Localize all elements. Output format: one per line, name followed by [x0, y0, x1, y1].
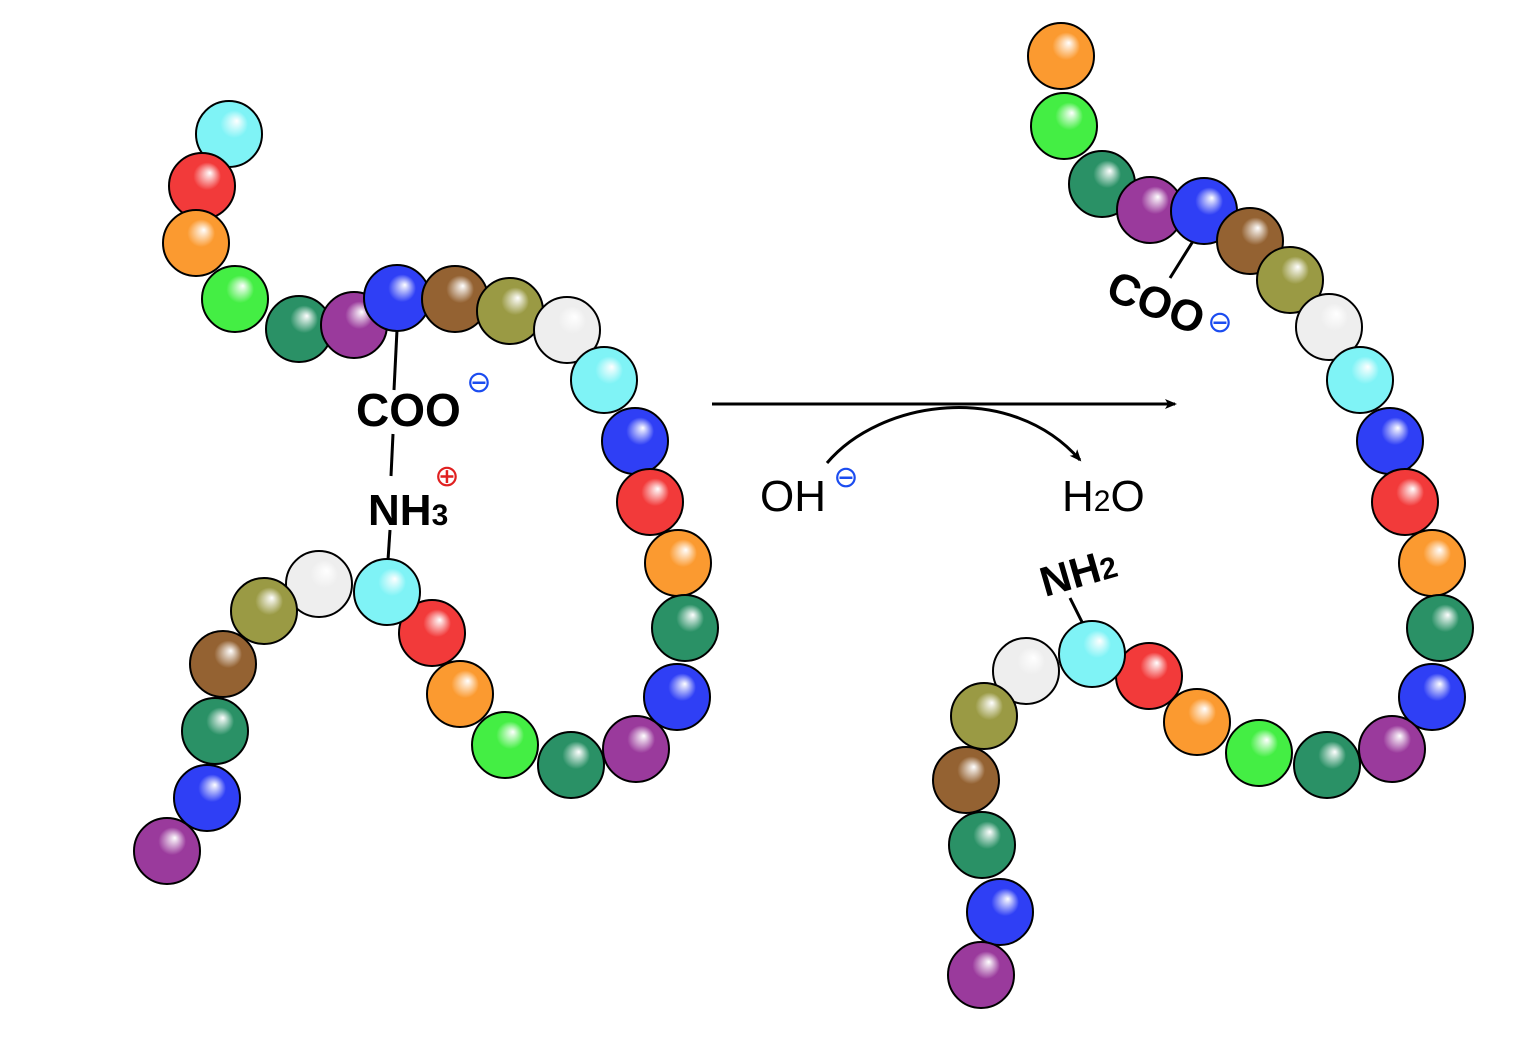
water-label: H2O: [1062, 472, 1145, 521]
left-bead-brown: [189, 630, 257, 698]
right-protein-chain: [932, 22, 1474, 1009]
right-bead-orange: [1398, 529, 1466, 597]
left-bead-orange: [162, 209, 230, 277]
left-bead-blue: [363, 264, 431, 332]
left-bead-purple: [133, 817, 201, 885]
right-bead-cyan: [1058, 620, 1126, 688]
right-bead-green: [1225, 719, 1293, 787]
left-nh-text: NH: [368, 486, 432, 535]
curved-arrow: [825, 406, 1082, 464]
right-bead-white: [1295, 293, 1363, 361]
left-positive-charge-icon: ⊕: [434, 459, 459, 494]
left-bonds: [386, 329, 399, 561]
left-bead-green: [471, 711, 539, 779]
left-bead-red: [398, 599, 466, 667]
left-bead-red: [616, 468, 684, 536]
right-bead-olive: [950, 682, 1018, 750]
right-coo-label: COO: [1100, 262, 1211, 345]
right-bead-orange: [1027, 22, 1095, 90]
left-bead-olive: [230, 577, 298, 645]
right-bead-cyan: [1326, 346, 1394, 414]
right-bead-darkgreen: [948, 811, 1016, 879]
left-bead-olive: [476, 277, 544, 345]
water-o: O: [1110, 472, 1144, 521]
left-bead-orange: [426, 660, 494, 728]
left-bead-orange: [644, 529, 712, 597]
right-bead-darkgreen: [1406, 594, 1474, 662]
water-subscript: 2: [1094, 485, 1111, 518]
left-coo-label: COO: [356, 384, 461, 436]
right-nh-text: NH: [1035, 544, 1106, 606]
left-protein-chain: [133, 100, 719, 885]
right-bead-orange: [1163, 688, 1231, 756]
left-bead-red: [168, 152, 236, 220]
left-nh-subscript: 3: [432, 499, 449, 532]
left-bead-darkgreen: [537, 731, 605, 799]
hydroxide-charge-icon: ⊖: [833, 460, 858, 495]
right-negative-charge-icon: ⊖: [1207, 305, 1232, 340]
left-nh3-label: NH3: [368, 486, 448, 535]
left-bead-purple: [602, 715, 670, 783]
left-bead-darkgreen: [651, 594, 719, 662]
right-bead-blue: [1398, 663, 1466, 731]
right-bead-red: [1371, 468, 1439, 536]
left-bead-blue: [601, 407, 669, 475]
right-bead-blue: [966, 878, 1034, 946]
water-h: H: [1062, 472, 1094, 521]
right-bead-olive: [1256, 246, 1324, 314]
right-bead-purple: [947, 941, 1015, 1009]
left-bead-darkgreen: [181, 697, 249, 765]
left-negative-charge-icon: ⊖: [466, 365, 491, 400]
right-bead-brown: [932, 746, 1000, 814]
left-bead-cyan: [353, 558, 421, 626]
hydroxide-label: OH: [760, 472, 826, 521]
right-bead-white: [992, 637, 1060, 705]
left-bead-white: [533, 296, 601, 364]
right-nh2-label: NH2: [1035, 539, 1122, 606]
right-bead-blue: [1356, 407, 1424, 475]
right-bead-darkgreen: [1293, 731, 1361, 799]
left-bead-white: [285, 550, 353, 618]
right-bead-purple: [1358, 715, 1426, 783]
left-bead-green: [201, 265, 269, 333]
right-bead-green: [1030, 92, 1098, 160]
left-bead-blue: [643, 663, 711, 731]
left-bead-blue: [173, 764, 241, 832]
left-bead-cyan: [570, 346, 638, 414]
